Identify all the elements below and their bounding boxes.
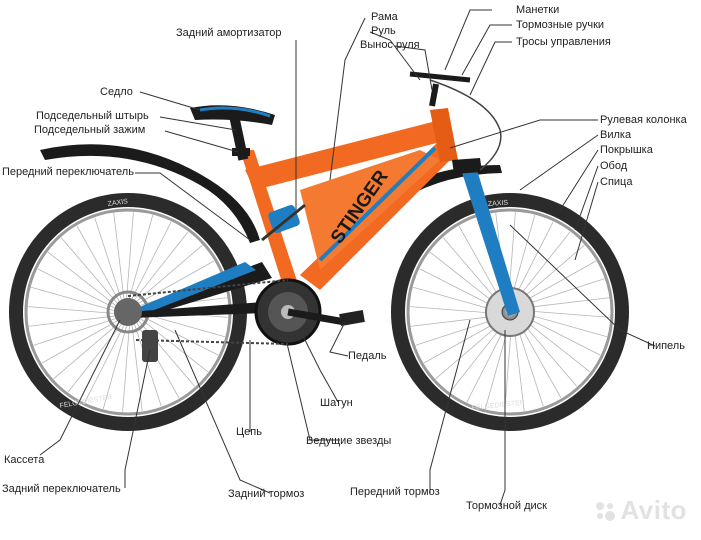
cables-shape [429,79,502,171]
label-front-derailleur: Передний переключатель [2,166,134,178]
label-seat-clamp: Подседельный зажим [34,124,146,136]
label-rear-shock: Задний амортизатор [176,27,282,39]
label-stem: Вынос руля [360,39,420,51]
label-rear-derailleur: Задний переключатель [2,483,121,495]
chain-top [127,279,289,297]
label-rear-brake: Задний тормоз [228,488,305,500]
spoke-line [76,225,122,306]
label-tire: Покрышка [600,144,653,156]
rear-derailleur-shape [142,330,158,362]
label-headset: Рулевая колонка [600,114,687,126]
label-cassette: Кассета [4,454,45,466]
rear-spokes [28,212,228,412]
spoke-line [135,316,196,387]
label-frame: Рама [371,11,398,23]
rear-tire-text: ZAXIS [107,198,128,208]
leader-lines [39,9,656,506]
rear-fender [40,144,260,243]
spoke-line [84,320,127,403]
spoke-line [37,268,120,311]
rear-swingarm [128,262,290,320]
handlebar-shape [409,71,471,83]
spoke-line [53,319,124,380]
watermark-text: Avito [620,495,687,525]
spoke-line [28,315,120,327]
front-rim [406,208,614,416]
head-tube [430,108,458,162]
frame-accent-line [318,146,437,262]
seat-clamp-shape [232,148,250,156]
spoke-line [134,260,215,306]
label-front-brake: Передний тормоз [350,486,440,498]
label-cables: Тросы управления [516,36,611,48]
spoke-line [129,221,172,304]
spoke-line [131,231,189,304]
label-seatpost: Подседельный штырь [36,110,149,122]
label-shifters: Манетки [516,4,560,16]
label-handlebar: Руль [371,25,396,37]
frame-shape [240,108,458,295]
crank-shape [287,308,346,326]
spoke-line [94,217,124,305]
rear-rim-text: FELGEDIESTER [59,394,113,410]
spoke-line [102,320,129,409]
front-tire-text: ZAXIS [488,200,509,208]
stem-shape [429,83,439,107]
label-nipple: Нипель [647,340,685,352]
spoke-line [122,320,131,412]
fork-shape [458,160,520,316]
saddle-accent [199,106,271,118]
chain-bottom [135,339,289,345]
label-brake-levers: Тормозные ручки [516,19,605,31]
label-rim: Обод [600,160,628,172]
spoke-line [47,251,120,309]
label-chain: Цепь [236,426,262,438]
spoke-line [136,315,209,373]
spoke-line [136,313,219,356]
spoke-line [41,318,122,364]
front-rim-text: FELGEDIESTER [471,399,525,412]
rear-shock-shape [261,203,306,242]
avito-logo-icon [596,502,616,521]
label-saddle: Седло [100,86,133,98]
spoke-line [125,212,134,304]
label-spoke: Спица [600,176,633,188]
label-brake-disc: Тормозной диск [466,500,547,512]
label-pedal: Педаль [348,350,387,362]
spoke-line [113,212,125,304]
label-crank: Шатун [320,397,353,409]
spoke-line [67,320,125,393]
spoke-line [33,316,121,346]
label-fork: Вилка [600,129,632,141]
front-tire [391,193,629,431]
spoke-line [31,286,120,313]
spoke-line [28,306,120,315]
fork-crown [452,158,482,174]
spoke-line [60,237,121,308]
spoke-line [127,215,154,304]
cassette-shape [114,298,142,326]
pedal-shape [339,310,365,326]
seat-tube [240,150,300,295]
watermark: Avito [594,495,687,526]
label-chainrings: Ведущие звезды [306,435,392,447]
